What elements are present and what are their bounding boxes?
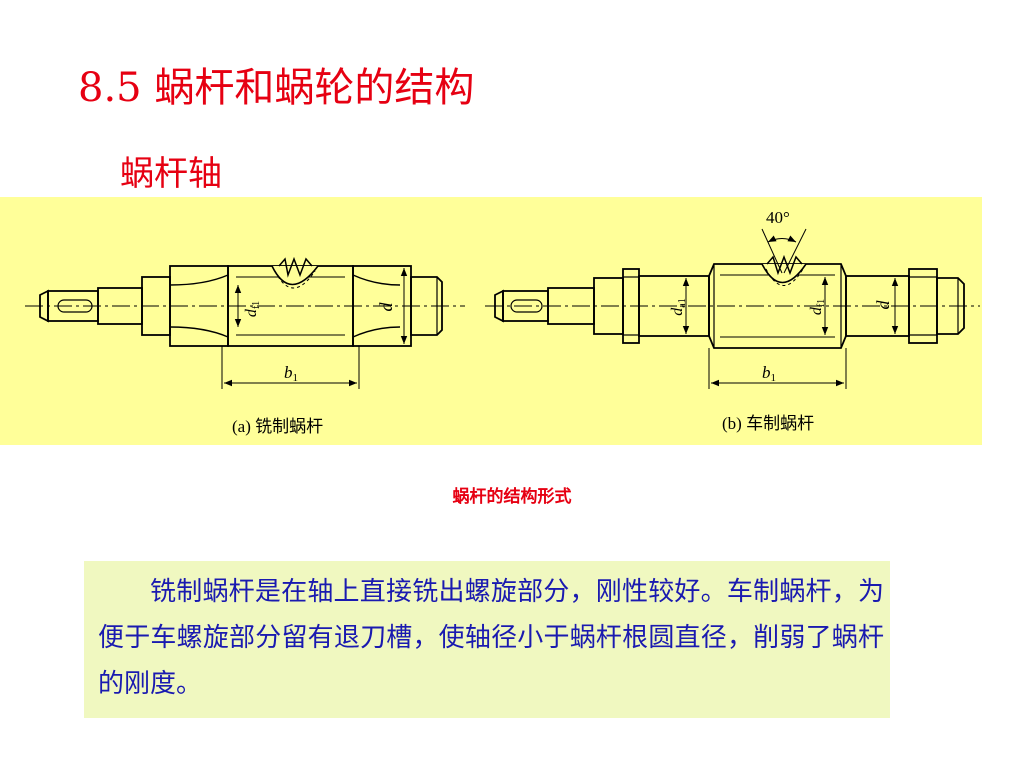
milled-worm-drawing (25, 256, 465, 389)
right-d-label: d (873, 300, 893, 310)
description-text: 铣制蜗杆是在轴上直接铣出螺旋部分，刚性较好。车制蜗杆，为便于车螺旋部分留有退刀槽… (98, 577, 884, 699)
right-caption: (b) 车制蜗杆 (722, 414, 814, 433)
description-box: 铣制蜗杆是在轴上直接铣出螺旋部分，刚性较好。车制蜗杆，为便于车螺旋部分留有退刀槽… (84, 561, 890, 718)
page-title: 8.5 蜗杆和蜗轮的结构 (78, 65, 475, 111)
right-b1-label: b1 (762, 363, 776, 384)
left-df1-label: df1 (243, 301, 262, 317)
section-subtitle: 蜗杆轴 (120, 154, 222, 194)
turned-worm-drawing (485, 228, 980, 389)
worm-shaft-figure: df1 d b1 (a) 铣制蜗杆 (0, 197, 982, 445)
left-d-label: d (376, 302, 396, 312)
left-b1-label: b1 (284, 363, 298, 384)
right-angle-label: 40° (766, 208, 790, 227)
left-caption: (a) 铣制蜗杆 (232, 417, 323, 436)
right-df1-label: df1 (808, 299, 827, 315)
right-da1-label: da1 (669, 298, 688, 315)
figure-caption: 蜗杆的结构形式 (452, 487, 572, 507)
